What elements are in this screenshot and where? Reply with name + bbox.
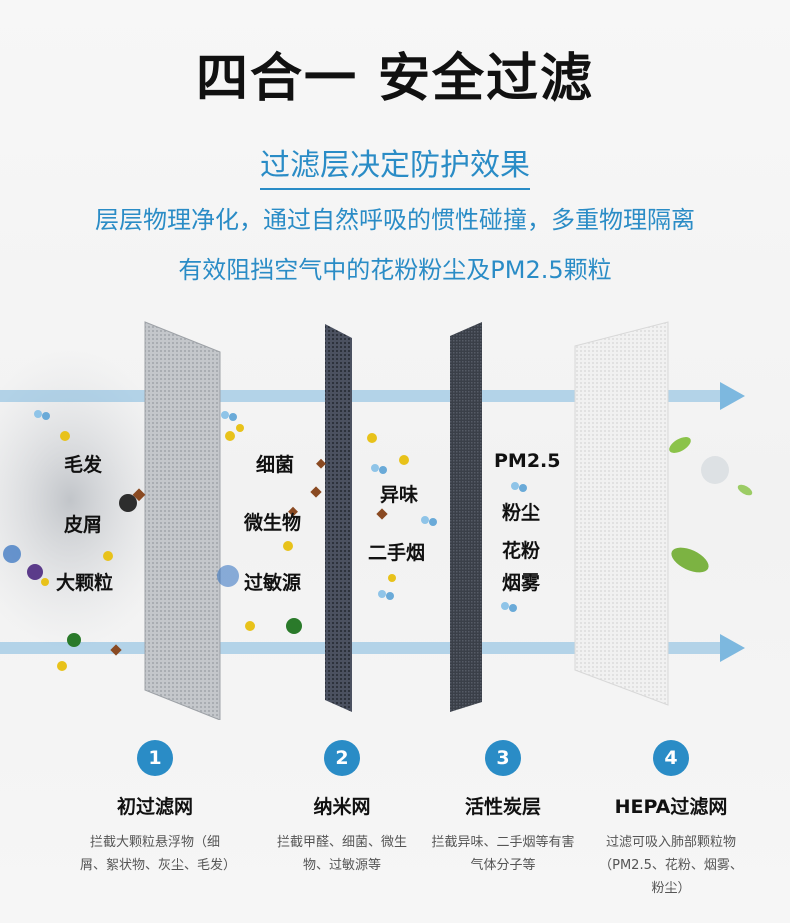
step-name: 活性炭层: [464, 796, 541, 818]
label-microbes: 微生物: [244, 512, 302, 534]
label-dander: 皮屑: [64, 514, 103, 536]
particles: [3, 410, 527, 671]
label-pm25: PM2.5: [494, 450, 561, 472]
step-name: 初过滤网: [116, 796, 193, 818]
layer-1-primary-filter: [144, 321, 221, 720]
label-secondhand-smoke: 二手烟: [368, 542, 426, 564]
step-description: 过滤可吸入肺部颗粒物（PM2.5、花粉、烟雾、粉尘）: [599, 835, 743, 896]
step-2: 2 纳米网 拦截甲醛、细菌、微生物、过敏源等: [257, 740, 427, 877]
label-dust: 粉尘: [502, 502, 541, 524]
step-name: 纳米网: [313, 796, 371, 818]
label-pollen: 花粉: [502, 540, 541, 562]
label-odor: 异味: [380, 484, 419, 506]
label-large-particles: 大颗粒: [56, 572, 114, 594]
label-hair: 毛发: [64, 454, 103, 476]
step-description: 拦截甲醛、细菌、微生物、过敏源等: [276, 835, 407, 873]
step-1: 1 初过滤网 拦截大颗粒悬浮物（细屑、絮状物、灰尘、毛发）: [70, 740, 240, 877]
leaf-icons: [669, 437, 753, 573]
step-description: 拦截大颗粒悬浮物（细屑、絮状物、灰尘、毛发）: [80, 835, 237, 873]
subtitle-text: 过滤层决定防护效果: [260, 140, 530, 190]
step-number-badge: 1: [137, 740, 173, 776]
step-3: 3 活性炭层 拦截异味、二手烟等有害气体分子等: [418, 740, 588, 877]
step-number-badge: 3: [485, 740, 521, 776]
label-smoke: 烟雾: [502, 572, 541, 594]
step-description: 拦截异味、二手烟等有害气体分子等: [431, 835, 575, 873]
filter-illustration: 毛发 皮屑 大颗粒 细菌 微生物 过敏源 异味 二手烟 PM2.5 粉尘 花粉 …: [0, 310, 790, 720]
layer-3-carbon-layer: [450, 322, 482, 712]
step-4: 4 HEPA过滤网 过滤可吸入肺部颗粒物（PM2.5、花粉、烟雾、粉尘）: [586, 740, 756, 900]
step-name: HEPA过滤网: [614, 796, 728, 818]
label-allergens: 过敏源: [244, 572, 302, 594]
subtitle: 过滤层决定防护效果: [0, 140, 790, 190]
layer-4-hepa-filter: [574, 321, 669, 706]
label-bacteria: 细菌: [256, 454, 295, 476]
page-title: 四合一 安全过滤: [195, 49, 595, 109]
filter-diagram: [0, 321, 753, 720]
step-number-badge: 4: [653, 740, 689, 776]
layer-2-nano-mesh: [325, 324, 352, 712]
step-number-badge: 2: [324, 740, 360, 776]
description-line-2: 有效阻挡空气中的花粉粉尘及PM2.5颗粒: [178, 256, 612, 284]
description-line-1: 层层物理净化，通过自然呼吸的惯性碰撞，多重物理隔离: [95, 206, 695, 234]
dust-cloud: [0, 350, 180, 650]
